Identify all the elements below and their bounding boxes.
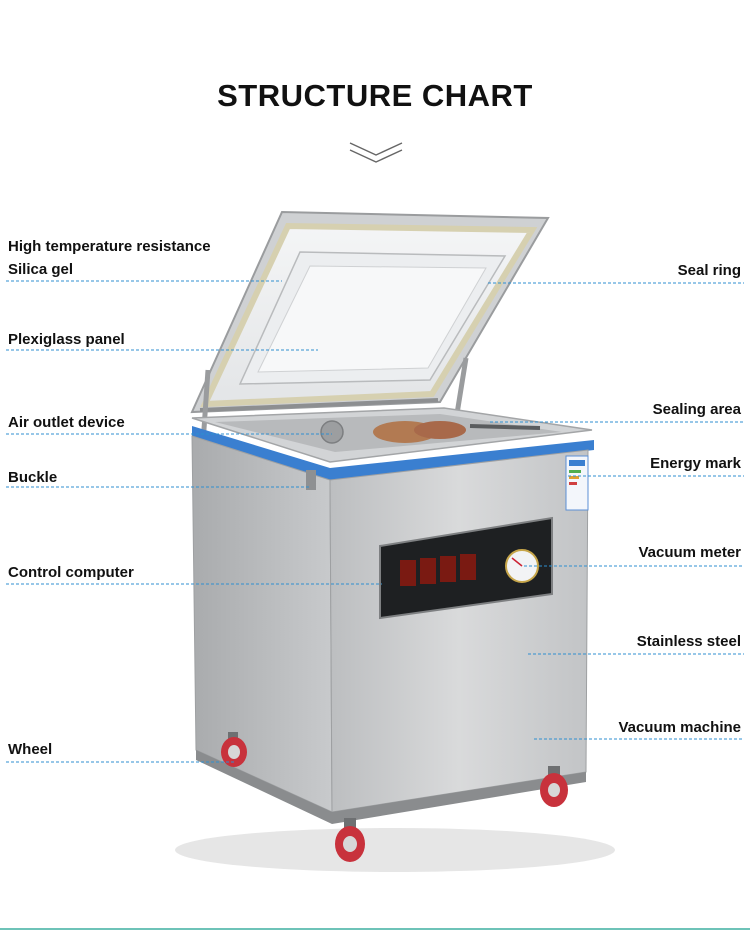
buckle bbox=[306, 470, 316, 490]
page-title: STRUCTURE CHART bbox=[217, 78, 533, 113]
label-vacuum-machine: Vacuum machine bbox=[618, 719, 741, 736]
wheel bbox=[221, 732, 247, 767]
wheel bbox=[335, 818, 365, 862]
wheel bbox=[540, 766, 568, 807]
label-air-outlet-device: Air outlet device bbox=[8, 414, 125, 431]
front-panel bbox=[329, 449, 589, 813]
air-outlet-device bbox=[320, 420, 344, 444]
label-buckle: Buckle bbox=[8, 469, 58, 486]
label-energy-mark: Energy mark bbox=[650, 455, 741, 472]
label-control-computer: Control computer bbox=[8, 564, 134, 581]
label-silica-gel: Silica gel bbox=[8, 261, 74, 278]
bottom-divider bbox=[0, 928, 750, 930]
label-vacuum-meter: Vacuum meter bbox=[638, 544, 741, 561]
double-chevron-down-icon bbox=[349, 142, 403, 163]
label-sealing-area: Sealing area bbox=[652, 401, 741, 418]
label-high-temperature: High temperature resistance bbox=[8, 238, 211, 255]
leader-lines bbox=[6, 280, 744, 763]
control-panel bbox=[379, 516, 553, 620]
floor-shadow bbox=[175, 828, 615, 872]
label-seal-ring: Seal ring bbox=[677, 262, 741, 279]
label-stainless-steel: Stainless steel bbox=[636, 633, 741, 650]
lid bbox=[190, 210, 550, 414]
label-plexiglass-panel: Plexiglass panel bbox=[8, 331, 125, 348]
side-panel bbox=[191, 435, 333, 813]
label-wheel: Wheel bbox=[8, 741, 53, 758]
